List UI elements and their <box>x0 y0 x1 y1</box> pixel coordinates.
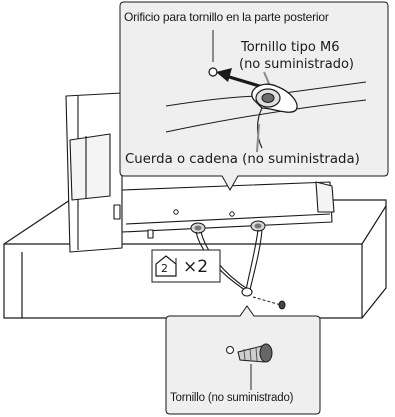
m6-bolt-icon <box>251 83 298 113</box>
bolt-label-line1: Tornillo tipo M6 <box>241 40 340 55</box>
screw-label: Tornillo (no suministrado) <box>170 392 294 404</box>
anchor-screw-icon <box>252 296 286 310</box>
left-bolt-icon <box>190 222 206 234</box>
right-bolt-icon <box>250 220 266 232</box>
step-marker <box>151 249 221 283</box>
step-number: 2 <box>161 262 168 275</box>
bottom-callout <box>165 305 321 415</box>
hole-label: Orificio para tornillo en la parte poste… <box>124 10 329 24</box>
screw-icon <box>226 343 273 363</box>
tv-rear <box>65 92 335 253</box>
step-multiplier: ×2 <box>183 257 209 277</box>
top-callout <box>119 1 389 192</box>
tv-screw-holes <box>173 209 235 217</box>
bolt-label-line2: (no suministrado) <box>239 57 354 72</box>
cord-label: Cuerda o cadena (no suministrada) <box>125 152 360 167</box>
tv-bolts <box>190 220 266 234</box>
